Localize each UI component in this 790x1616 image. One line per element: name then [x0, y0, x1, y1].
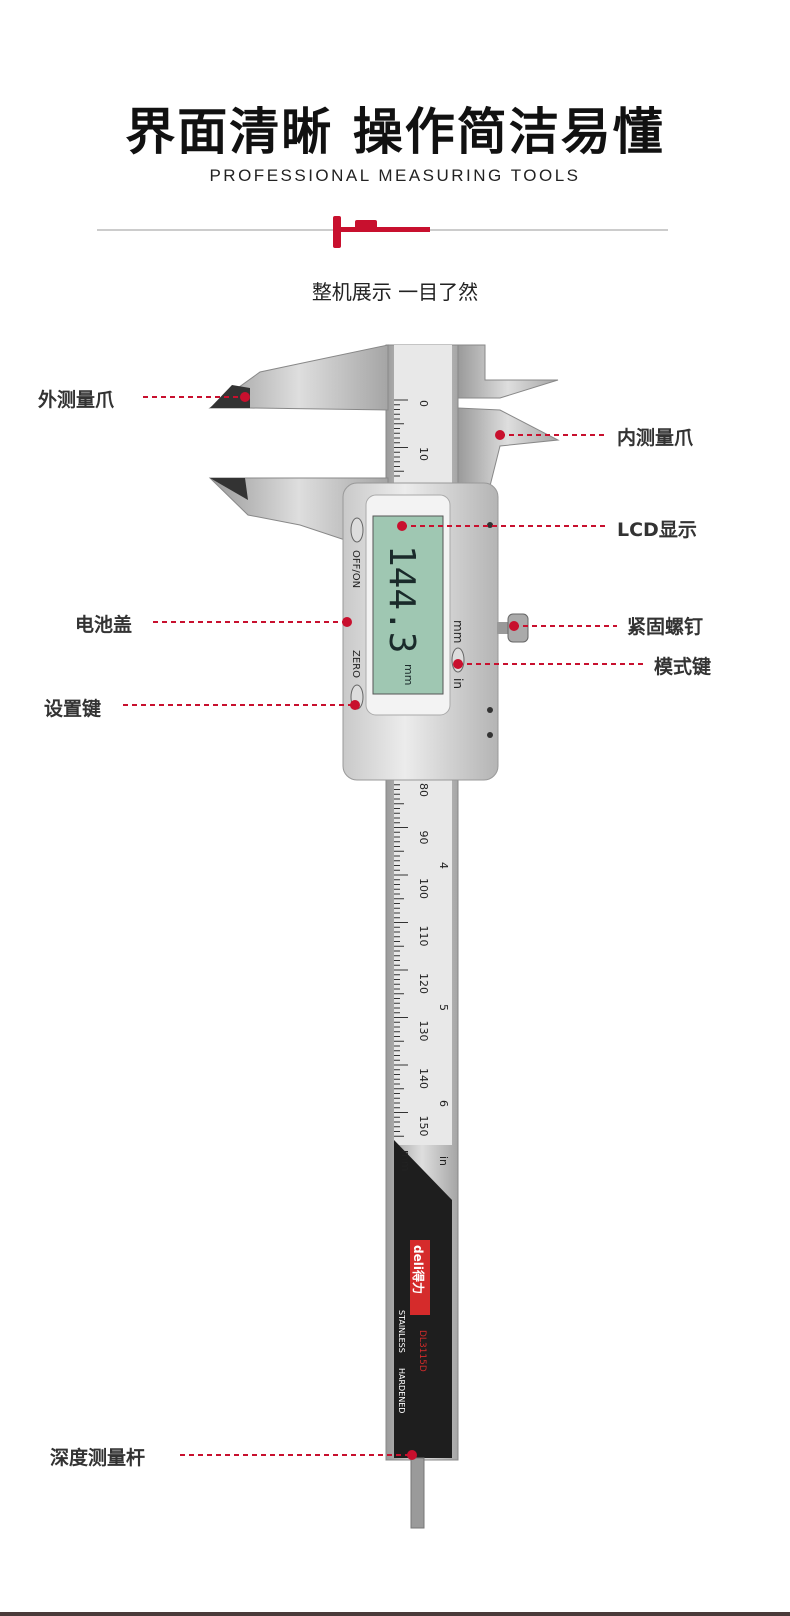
inner-jaw-slider	[457, 407, 560, 487]
label-mode-key: 模式键	[654, 656, 712, 678]
scale-label: 110	[417, 926, 430, 947]
scale-label: 10	[417, 447, 430, 461]
section-heading: 整机展示 一目了然	[311, 280, 479, 304]
scale-ticks	[394, 399, 408, 1137]
label-outer-jaw: 外测量爪	[38, 389, 115, 411]
depth-rod	[410, 1457, 425, 1529]
scale-label: 90	[417, 831, 430, 845]
brand-logo: deli得力	[411, 1245, 426, 1294]
screw-hole	[487, 707, 493, 713]
outer-jaw-lower-tip	[210, 478, 248, 500]
page-subtitle: PROFESSIONAL MEASURING TOOLS	[209, 166, 581, 185]
in-label: in	[451, 678, 465, 689]
mm-unit-label: mm	[399, 1150, 412, 1171]
scale-label: 100	[417, 878, 430, 899]
scale-numbers: 0 10 80 90 100 110 120 130 140 150 4 5 6 mm in	[399, 400, 450, 1171]
outer-jaw-tip	[210, 385, 250, 408]
stainless-text: STAINLESS	[397, 1310, 406, 1353]
scale-label: 0	[417, 400, 430, 407]
inch-scale-label: 5	[437, 1004, 450, 1011]
scale-label: 120	[417, 973, 430, 994]
zero-label: ZERO	[350, 650, 361, 678]
hardened-text: HARDENED	[397, 1368, 406, 1413]
lock-screw[interactable]	[497, 622, 509, 634]
page-title: 界面清晰 操作简洁易懂	[125, 103, 665, 161]
lcd-reading: 144.3	[381, 545, 422, 653]
screw-hole	[487, 732, 493, 738]
off-on-label: OFF/ON	[350, 550, 361, 588]
scale-label: 80	[417, 783, 430, 797]
label-inner-jaw: 内测量爪	[617, 427, 694, 449]
in-unit-label: in	[437, 1156, 450, 1166]
scale-label: 140	[417, 1068, 430, 1089]
screw-hole	[487, 522, 493, 528]
inner-jaw-fixed	[457, 344, 559, 399]
bottom-bar	[0, 1612, 790, 1616]
model-number: DL3115D	[417, 1330, 427, 1372]
label-lcd: LCD显示	[617, 519, 697, 541]
label-depth-rod: 深度测量杆	[50, 1447, 146, 1469]
lcd-unit: mm	[402, 664, 415, 685]
label-lock-screw: 紧固螺钉	[627, 616, 704, 638]
leader-lines	[123, 396, 643, 1456]
label-set-key: 设置键	[44, 698, 102, 720]
brand-badge	[410, 1240, 430, 1315]
off-on-button[interactable]	[350, 517, 364, 543]
lcd-screen	[372, 515, 444, 695]
inch-scale-label: 4	[437, 862, 450, 869]
scale-label: 150	[417, 1116, 430, 1137]
leader-dots	[240, 392, 519, 1460]
caliper-logo-icon	[333, 216, 430, 248]
scale-label: 130	[417, 1021, 430, 1042]
inch-scale-label: 6	[437, 1100, 450, 1107]
mm-label: mm	[451, 620, 465, 643]
label-battery-cover: 电池盖	[75, 614, 133, 636]
